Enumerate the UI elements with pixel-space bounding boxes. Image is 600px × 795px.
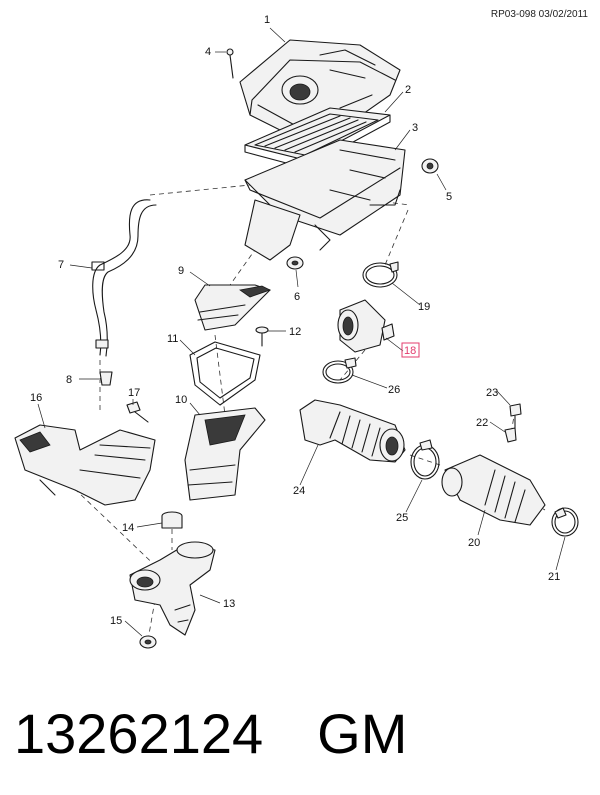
part-4-screw — [226, 48, 234, 79]
callout-8: 8 — [66, 374, 72, 386]
part-7-vent-tube — [91, 199, 157, 357]
callout-15: 15 — [110, 615, 122, 627]
part-20-outlet-duct — [441, 454, 546, 526]
part-17-bolt — [126, 401, 149, 423]
callout-16: 16 — [30, 392, 42, 404]
brand-name: GM — [317, 701, 408, 765]
callout-21: 21 — [548, 571, 560, 583]
callout-18-highlighted[interactable]: 18 — [401, 342, 420, 358]
diagram-reference-code: RP03-098 03/02/2011 — [490, 9, 588, 20]
part-8-clip — [99, 371, 113, 386]
callout-24: 24 — [293, 485, 305, 497]
part-25-clamp — [410, 439, 440, 480]
part-5-grommet — [421, 158, 439, 174]
callout-17: 17 — [128, 387, 140, 399]
part-13-intake-housing — [129, 541, 216, 636]
part-22-clip — [504, 427, 517, 443]
callout-26: 26 — [388, 384, 400, 396]
callout-13: 13 — [223, 598, 235, 610]
part-19-clamp — [362, 261, 399, 288]
exploded-parts-diagram: 1 2 3 4 5 6 7 8 9 10 11 12 13 14 15 16 1… — [14, 14, 579, 649]
callout-5: 5 — [446, 191, 452, 203]
callout-3: 3 — [412, 122, 418, 134]
part-18-mass-air-flow-sensor — [337, 299, 395, 353]
part-12-screw — [255, 326, 269, 347]
callout-11: 11 — [167, 333, 178, 345]
callout-2: 2 — [405, 84, 411, 96]
part-14-grommet — [161, 511, 183, 529]
callout-20: 20 — [468, 537, 480, 549]
part-11-gasket — [189, 341, 261, 406]
callout-10: 10 — [175, 394, 187, 406]
callout-23: 23 — [486, 387, 498, 399]
part-16-resonator-assembly — [14, 424, 156, 506]
callout-9: 9 — [178, 265, 184, 277]
part-number: 13262124 — [14, 701, 264, 765]
callout-14: 14 — [122, 522, 134, 534]
callout-6: 6 — [294, 291, 300, 303]
callout-leader-lines — [37, 27, 566, 637]
part-10-air-duct — [184, 407, 266, 501]
callout-18-highlight-box — [401, 342, 420, 358]
part-3-air-cleaner-housing — [244, 139, 406, 261]
callout-1: 1 — [264, 14, 270, 26]
callout-25: 25 — [396, 512, 408, 524]
part-21-clamp — [551, 507, 579, 537]
callout-19: 19 — [418, 301, 430, 313]
callout-4: 4 — [205, 46, 211, 58]
part-info-footer: 13262124 GM — [14, 698, 407, 768]
part-26-clamp — [322, 357, 357, 384]
callout-22: 22 — [476, 417, 488, 429]
part-24-corrugated-duct — [299, 399, 406, 463]
callout-7: 7 — [58, 259, 64, 271]
part-6-grommet — [286, 256, 304, 270]
part-9-resonator — [194, 284, 272, 331]
callout-labels: 1 2 3 4 5 6 7 8 9 10 11 12 13 14 15 16 1… — [30, 14, 560, 627]
part-23-bolt — [509, 403, 522, 429]
callout-12: 12 — [289, 326, 301, 338]
callout-18: 18 — [404, 345, 416, 357]
part-15-grommet — [139, 635, 157, 649]
